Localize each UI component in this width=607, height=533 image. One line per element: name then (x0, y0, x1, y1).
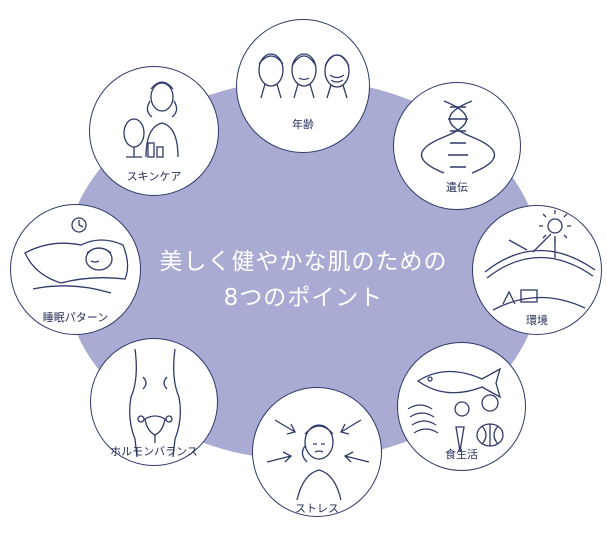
fish-fruits-vegetables-icon (407, 367, 504, 452)
woman-mirror-cosmetics-icon (123, 81, 179, 158)
point-label-stress: ストレス (295, 502, 339, 515)
center-title-line1: 美しく健やかな肌のための (159, 249, 448, 275)
sleeping-person-clock-icon (24, 217, 129, 294)
stressed-person-icon (266, 419, 370, 501)
female-body-uterus-icon (129, 348, 181, 458)
point-skincare: スキンケア (89, 66, 219, 196)
point-label-skincare: スキンケア (126, 170, 182, 183)
center-title-line2: 8つのポイント (223, 285, 384, 311)
point-label-genetics: 遺伝 (446, 181, 468, 194)
point-genetics: 遺伝 (393, 82, 521, 210)
point-label-diet: 食生活 (445, 448, 478, 461)
point-label-environment: 環境 (526, 314, 548, 327)
point-label-age: 年齢 (292, 118, 314, 131)
point-hormone-balance: ホルモンバランス (90, 338, 218, 466)
three-faces-aging-icon (258, 53, 350, 99)
point-diet: 食生活 (397, 342, 526, 471)
point-label-sleep-pattern: 睡眠パターン (42, 311, 109, 324)
dna-helix-icon (421, 100, 495, 174)
point-stress: ストレス (252, 387, 382, 517)
point-environment: 環境 (472, 205, 602, 335)
point-label-hormone-balance: ホルモンバランス (110, 445, 198, 458)
point-age: 年齢 (236, 19, 370, 153)
point-sleep-pattern: 睡眠パターン (10, 204, 141, 335)
sun-earth-atmosphere-icon (484, 210, 596, 311)
